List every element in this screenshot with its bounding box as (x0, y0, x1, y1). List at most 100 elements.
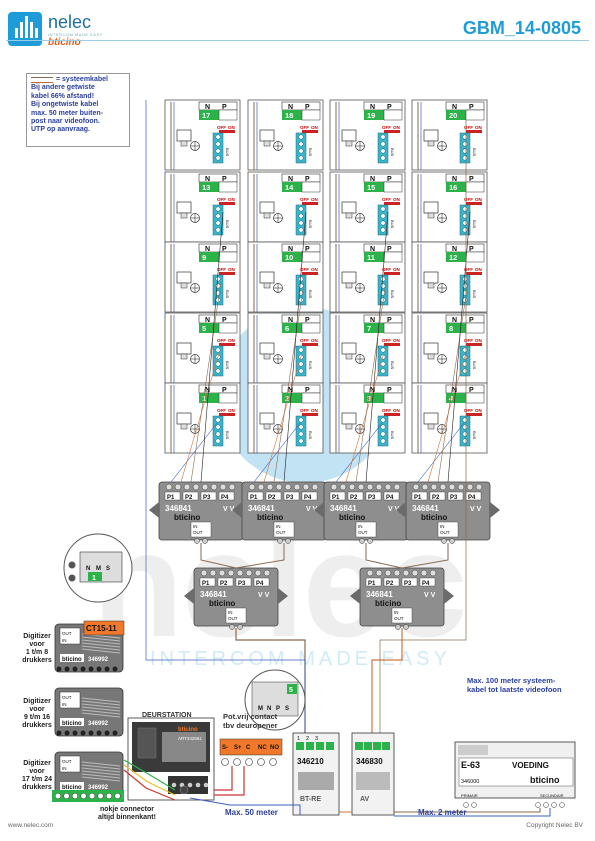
bus-label: BUS (390, 220, 395, 229)
feeder-cable (273, 281, 305, 483)
trunk-cable (235, 543, 285, 569)
on-label: ON (228, 125, 235, 130)
bus-label: BUS (390, 148, 395, 157)
mount-ear (232, 502, 242, 518)
terminal-block (212, 345, 224, 377)
off-label: OFF (382, 338, 391, 343)
doorstation-art: ART342561 (178, 736, 202, 741)
legend-line-3: kabel 66% afstand! (31, 92, 95, 100)
monitor-icon (176, 201, 192, 214)
on-label: ON (393, 197, 400, 202)
inset-m: M (96, 566, 101, 572)
terminal-screw (114, 792, 121, 800)
floor-number: 9 (202, 253, 206, 262)
floor-number: 7 (367, 324, 371, 333)
bus-label: BUS (308, 290, 313, 299)
on-label: ON (475, 338, 482, 343)
bus-cable (394, 808, 551, 817)
floor-number: 2 (285, 394, 289, 403)
port-label: P2 (185, 495, 193, 501)
vv-label: V V (388, 506, 400, 513)
monitor-stand (180, 282, 188, 289)
port-label: P1 (167, 495, 175, 501)
floor-number-badge (446, 252, 466, 262)
terminal-screw (215, 155, 221, 161)
on-label: ON (393, 408, 400, 413)
port-label: P3 (450, 495, 458, 501)
terminal-screw (245, 569, 253, 577)
inset-term: P (276, 706, 280, 712)
psu-prim: PRIMAIR (461, 793, 478, 798)
n-label: N (452, 104, 457, 111)
in-out-block (190, 521, 212, 538)
monitor-stand (263, 353, 271, 360)
off-label: OFF (464, 267, 473, 272)
floor-number-badge (282, 182, 302, 192)
psu-brand: bticino (530, 775, 560, 785)
monitor-icon (259, 201, 275, 214)
monitor-stand (263, 140, 271, 147)
bus-label: BUS (308, 361, 313, 370)
terminal-screw (462, 148, 468, 154)
footer-website: www.nelec.com (8, 822, 54, 829)
out-screw (237, 624, 243, 630)
terminal-screw (174, 483, 182, 491)
dip-switch (219, 272, 235, 275)
terminal-screw (298, 283, 304, 289)
digitizer-brand: bticino (62, 721, 82, 727)
off-label: OFF (217, 197, 226, 202)
terminal-screw (298, 206, 304, 212)
off-label: OFF (382, 125, 391, 130)
off-label: OFF (300, 197, 309, 202)
trunk-cable (200, 543, 237, 569)
floor-number: 20 (449, 111, 457, 120)
monitor-stand (427, 353, 435, 360)
n-label: N (452, 317, 457, 324)
dip-switch (384, 202, 400, 205)
bus-label: BUS (225, 220, 230, 229)
monitor-icon (176, 342, 192, 355)
n-label: N (288, 104, 293, 111)
max-100m-note: Max. 100 meter systeem- kabel tot laatst… (467, 676, 562, 694)
distributor-brand: bticino (339, 513, 365, 522)
floor-number: 13 (202, 183, 210, 192)
terminal-screw (380, 424, 386, 430)
terminal-block (377, 345, 389, 377)
feeder-cable (355, 281, 387, 483)
on-label: ON (228, 408, 235, 413)
feeder-cable (335, 422, 383, 483)
bus-label: BUS (472, 220, 477, 229)
relay-wire (214, 766, 233, 791)
port-label: P4 (304, 495, 312, 501)
relay-contact-note: Pot.vrij contact tbv deuropener (223, 712, 278, 730)
terminal-screw (298, 368, 304, 374)
mount-ear (396, 502, 406, 518)
terminal-screw (311, 483, 319, 491)
inset-term: N (267, 706, 271, 712)
terminal-screw (298, 276, 304, 282)
ribbon-wire (81, 642, 121, 648)
digitizer-terminal (96, 730, 102, 736)
p-cell (301, 181, 321, 193)
bus-label: BUS (225, 148, 230, 157)
bus-label: BUS (308, 148, 313, 157)
terminal-screw (462, 213, 468, 219)
ribbon-wire (81, 700, 121, 706)
terminal-screw (236, 569, 244, 577)
terminal-screw (448, 483, 456, 491)
relay-wire (214, 766, 245, 796)
in-label: IN (394, 610, 399, 615)
mount-ear (350, 588, 360, 604)
floor-number: 10 (285, 253, 293, 262)
bus-label: BUS (225, 361, 230, 370)
legend-line-7: UTP op aanvraag. (31, 126, 91, 134)
terminal-screw (380, 417, 386, 423)
monitor-icon (423, 201, 439, 214)
terminal-screw (298, 213, 304, 219)
